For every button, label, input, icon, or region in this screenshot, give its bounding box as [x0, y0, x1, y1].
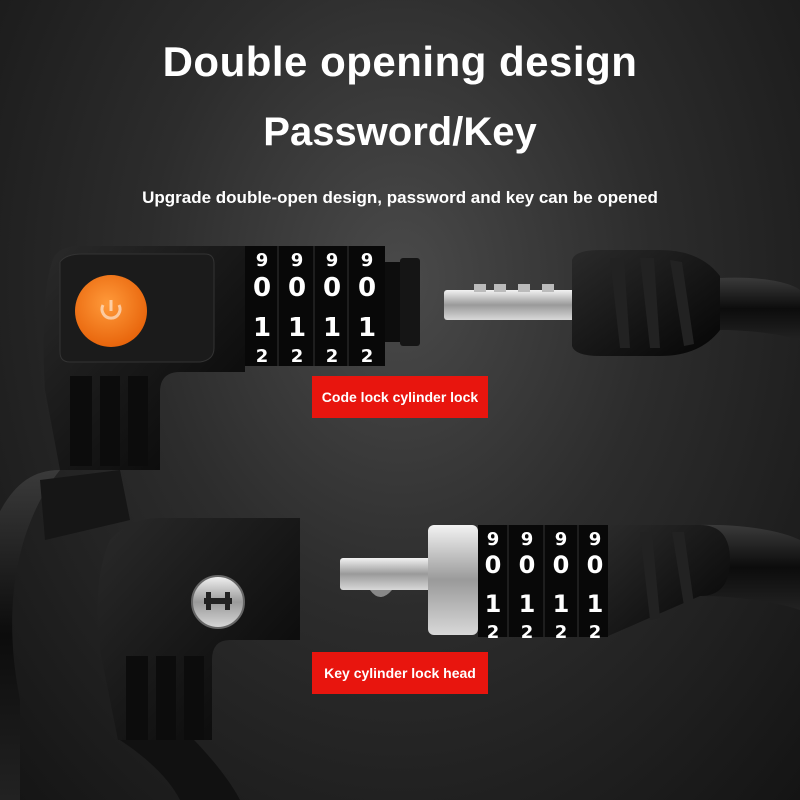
power-icon: [100, 300, 122, 320]
lower-dial-digit-1-2[interactable]: 2: [487, 622, 500, 643]
cable-left: [0, 470, 60, 800]
lower-dial-digit-4-1[interactable]: 1: [587, 590, 604, 618]
upper-dial-digit-2-1[interactable]: 1: [288, 313, 306, 343]
upper-dial-digit-3-9[interactable]: 9: [326, 250, 339, 271]
lower-dial-digit-3-2[interactable]: 2: [555, 622, 568, 643]
upper-dial-digit-1-1[interactable]: 1: [253, 313, 271, 343]
code-lock-label: Code lock cylinder lock: [312, 376, 488, 418]
lower-dial-digit-3-9[interactable]: 9: [555, 529, 568, 550]
lower-dial-digit-1-0[interactable]: 0: [485, 551, 502, 579]
key-lock-body: [97, 518, 301, 740]
lower-dial-digit-3-1[interactable]: 1: [553, 590, 570, 618]
lower-dial-digit-1-9[interactable]: 9: [487, 529, 500, 550]
upper-dial-digit-2-0[interactable]: 0: [288, 273, 306, 303]
description: Upgrade double-open design, password and…: [142, 188, 658, 207]
key-lock-label: Key cylinder lock head: [312, 652, 488, 694]
lower-dial-digit-1-1[interactable]: 1: [485, 590, 502, 618]
upper-dial-digit-3-1[interactable]: 1: [323, 313, 341, 343]
upper-dial-digit-2-2[interactable]: 2: [291, 346, 304, 367]
upper-dial-digit-3-2[interactable]: 2: [326, 346, 339, 367]
lower-dial-digit-2-2[interactable]: 2: [521, 622, 534, 643]
headline: Double opening design: [162, 38, 638, 85]
upper-dial-digit-4-9[interactable]: 9: [361, 250, 374, 271]
subheadline: Password/Key: [263, 110, 537, 154]
lower-dial-digit-4-0[interactable]: 0: [587, 551, 604, 579]
lower-dial-digit-2-9[interactable]: 9: [521, 529, 534, 550]
upper-dial-digit-1-9[interactable]: 9: [256, 250, 269, 271]
lower-dial-digit-2-0[interactable]: 0: [519, 551, 536, 579]
cable-right-upper: [720, 277, 800, 340]
upper-dial-digit-3-0[interactable]: 0: [323, 273, 341, 303]
upper-dial-digit-4-2[interactable]: 2: [361, 346, 374, 367]
lower-dial-digit-4-9[interactable]: 9: [589, 529, 602, 550]
upper-dial-digit-1-2[interactable]: 2: [256, 346, 269, 367]
code-lock-body: [40, 246, 245, 540]
upper-dial-digit-2-9[interactable]: 9: [291, 250, 304, 271]
code-dials-upper: [245, 246, 420, 366]
lower-dial-digit-3-0[interactable]: 0: [553, 551, 570, 579]
shackle-upper: [444, 250, 720, 356]
upper-dial-digit-1-0[interactable]: 0: [253, 273, 271, 303]
upper-dial-digit-4-0[interactable]: 0: [358, 273, 376, 303]
lower-dial-digit-4-2[interactable]: 2: [589, 622, 602, 643]
upper-dial-digit-4-1[interactable]: 1: [358, 313, 376, 343]
shackle-lower: [340, 525, 478, 635]
keyhole-icon: [204, 592, 232, 610]
code-dials-lower: [478, 525, 730, 637]
lower-dial-digit-2-1[interactable]: 1: [519, 590, 536, 618]
